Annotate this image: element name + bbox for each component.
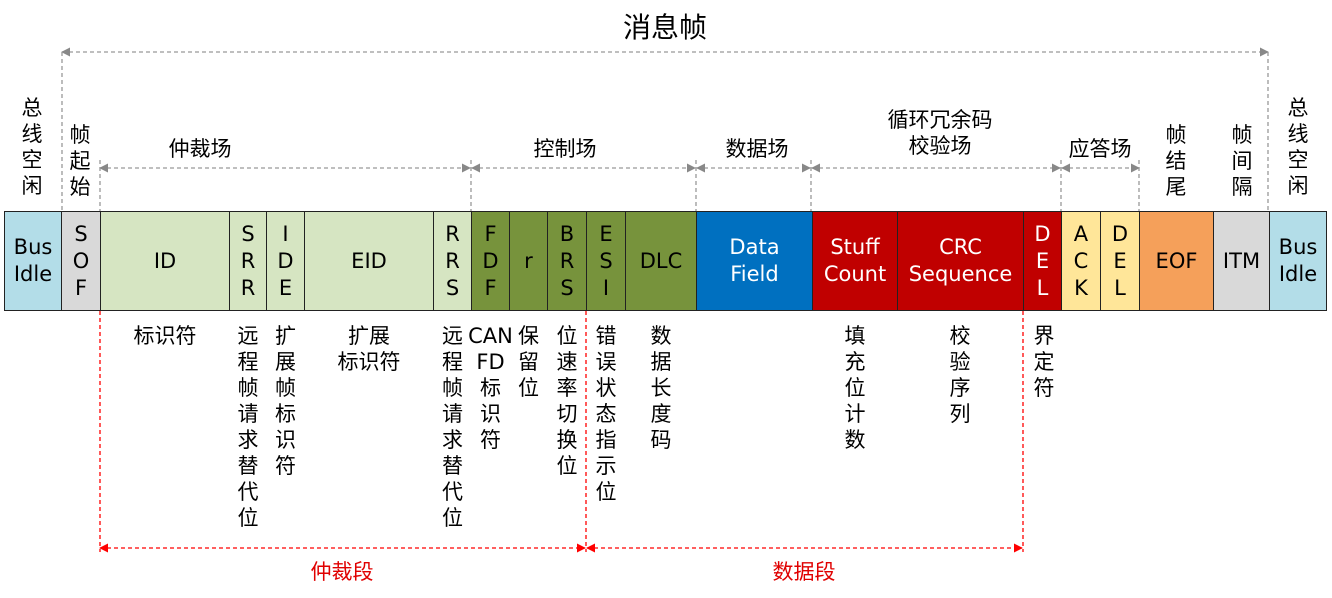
cell-ack: A C K	[1061, 211, 1101, 311]
label-bus-idle-left: 总 线 空 闲	[21, 96, 43, 198]
desc-id: 标识符	[133, 324, 197, 348]
cell-del-crc: D E L	[1023, 211, 1062, 311]
desc-r: 保 留 位	[518, 324, 539, 400]
cell-esi: E S I	[586, 211, 626, 311]
desc-brs: 位 速 率 切 换 位	[556, 324, 578, 478]
cell-ide: I D E	[266, 211, 305, 311]
label-arbitration-phase: 仲裁段	[310, 560, 374, 584]
desc-del-crc: 界 定 符	[1033, 324, 1055, 400]
label-data-field: 数据场	[725, 137, 789, 161]
label-itm: 帧 间 隔	[1231, 123, 1253, 199]
cell-bus-idle-right: Bus Idle	[1269, 211, 1327, 311]
label-control-field: 控制场	[533, 137, 597, 161]
desc-dlc: 数 据 长 度 码	[650, 324, 672, 452]
cell-data-field: Data Field	[696, 211, 813, 311]
desc-crc-sequence: 校 验 序 列	[949, 324, 971, 426]
label-eof: 帧 结 尾	[1165, 123, 1187, 199]
label-ack-field: 应答场	[1068, 137, 1132, 161]
cell-rrs: R R S	[433, 211, 472, 311]
cell-eof: EOF	[1139, 211, 1214, 311]
desc-ide: 扩 展 帧 标 识 符	[275, 324, 296, 478]
cell-brs: B R S	[547, 211, 587, 311]
desc-srr: 远 程 帧 请 求 替 代 位	[237, 324, 259, 530]
desc-rrs: 远 程 帧 请 求 替 代 位	[442, 324, 463, 530]
cell-itm: ITM	[1213, 211, 1270, 311]
cell-id: ID	[100, 211, 230, 311]
desc-eid: 扩展 标识符	[337, 324, 401, 374]
frame-title: 消息帧	[622, 11, 707, 44]
cell-srr: S R R	[229, 211, 267, 311]
label-arbitration-field: 仲裁场	[168, 137, 232, 161]
cell-fdf: F D F	[471, 211, 510, 311]
desc-stuff-count: 填 充 位 计 数	[844, 324, 866, 452]
cell-del-ack: D E L	[1100, 211, 1140, 311]
cell-stuff-count: Stuff Count	[812, 211, 898, 311]
cell-eid: EID	[304, 211, 434, 311]
desc-fdf: CAN FD 标 识 符	[468, 324, 513, 452]
desc-esi: 错 误 状 态 指 示 位	[595, 324, 617, 504]
cell-bus-idle-left: Bus Idle	[4, 211, 62, 311]
cell-sof: S O F	[61, 211, 101, 311]
cell-r: r	[509, 211, 548, 311]
cell-crc-sequence: CRC Sequence	[897, 211, 1024, 311]
label-bus-idle-right: 总 线 空 闲	[1287, 96, 1309, 198]
label-crc-field: 循环冗余码 校验场	[887, 108, 993, 158]
label-data-phase: 数据段	[772, 560, 836, 584]
cell-dlc: DLC	[625, 211, 697, 311]
label-sof: 帧 起 始	[69, 123, 91, 199]
